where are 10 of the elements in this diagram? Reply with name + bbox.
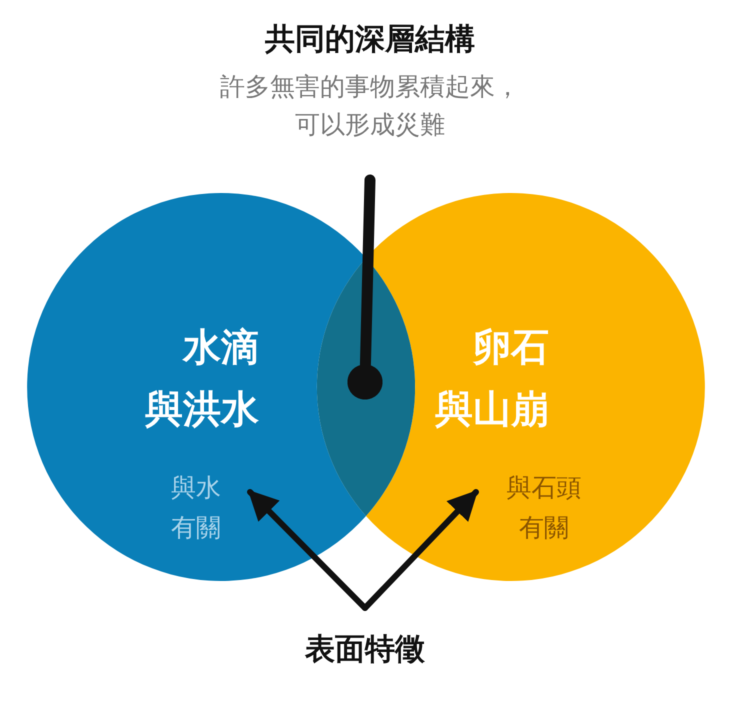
subtitle: 許多無害的事物累積起來，可以形成災難 xyxy=(219,71,521,141)
circle-title: 水滴與洪水 xyxy=(144,324,260,433)
circle-title: 卵石與山崩 xyxy=(434,324,550,433)
feature-note: 與石頭有關 xyxy=(506,472,582,544)
leader-line xyxy=(347,174,383,400)
bottom-label: 表面特徵 xyxy=(305,631,425,669)
arrow xyxy=(362,489,479,611)
feature-note: 與水有關 xyxy=(170,472,222,544)
heading: 共同的深層結構 xyxy=(265,21,475,59)
arrow xyxy=(247,489,368,611)
